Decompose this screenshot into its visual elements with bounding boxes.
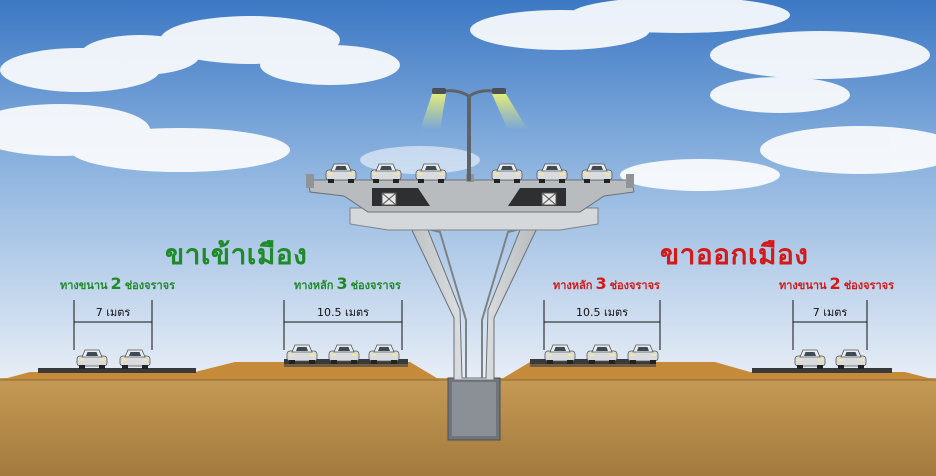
dimension-inbound-main: 10.5 เมตร bbox=[316, 306, 370, 319]
dimension-outbound-frontage: 7 เมตร bbox=[812, 306, 848, 319]
label-lane-count: 2 bbox=[829, 274, 841, 293]
label-lane-count: 2 bbox=[110, 274, 122, 293]
label-road-type: ทางหลัก bbox=[553, 279, 593, 292]
title-outbound: ขาออกเมือง bbox=[660, 238, 809, 271]
car-icon bbox=[544, 344, 576, 364]
car-icon bbox=[328, 344, 360, 364]
label-lane-unit: ช่องจราจร bbox=[609, 279, 660, 292]
label-lane-count: 3 bbox=[336, 274, 348, 293]
car-icon bbox=[119, 349, 151, 369]
clouds bbox=[0, 0, 936, 191]
label-lane-unit: ช่องจราจร bbox=[843, 279, 895, 292]
label-lane-count: 3 bbox=[595, 274, 607, 293]
car-icon bbox=[368, 344, 400, 364]
title-inbound: ขาเข้าเมือง bbox=[165, 238, 308, 271]
dimension-outbound-main: 10.5 เมตร bbox=[575, 306, 629, 319]
label-road-type: ทางขนาน bbox=[779, 279, 827, 292]
car-icon bbox=[286, 344, 318, 364]
car-icon bbox=[794, 349, 826, 369]
car-icon bbox=[581, 163, 613, 183]
car-icon bbox=[536, 163, 568, 183]
ground-cars bbox=[76, 344, 867, 369]
label-road-type: ทางขนาน bbox=[60, 279, 108, 292]
pavement-base bbox=[284, 364, 656, 367]
dimension-inbound-frontage: 7 เมตร bbox=[95, 306, 131, 319]
car-icon bbox=[835, 349, 867, 369]
car-icon bbox=[627, 344, 659, 364]
pier-cap bbox=[349, 207, 599, 231]
car-icon bbox=[491, 163, 523, 183]
car-icon bbox=[325, 163, 357, 183]
elevated-cars bbox=[325, 163, 613, 183]
label-lane-unit: ช่องจราจร bbox=[124, 279, 176, 292]
car-icon bbox=[415, 163, 447, 183]
label-lane-unit: ช่องจราจร bbox=[350, 279, 401, 292]
label-road-type: ทางหลัก bbox=[294, 279, 334, 292]
car-icon bbox=[76, 349, 108, 369]
lamp-post bbox=[420, 88, 528, 181]
bearings bbox=[381, 192, 557, 206]
car-icon bbox=[586, 344, 618, 364]
dimension-lines bbox=[73, 300, 868, 350]
car-icon bbox=[370, 163, 402, 183]
